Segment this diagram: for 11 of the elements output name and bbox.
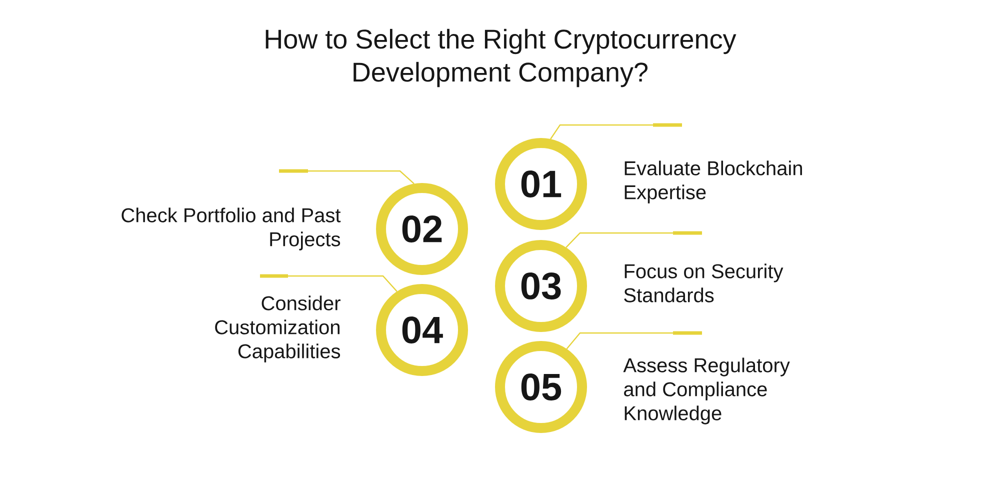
- step-description: Evaluate Blockchain Expertise: [624, 160, 802, 204]
- leader-line: [279, 169, 414, 184]
- step-description: Consider Customization Capabilities: [215, 296, 340, 362]
- step-description: Assess Regulatory and Compliance Knowledge: [623, 358, 790, 424]
- leader-line: [566, 331, 702, 350]
- step-description: Check Portfolio and Past Projects: [122, 208, 341, 250]
- title: How to Select the Right Cryptocurrency Development Company?: [266, 28, 736, 88]
- leader-line: [566, 231, 702, 248]
- leader-line: [260, 274, 398, 292]
- leader-line: [550, 123, 682, 140]
- step-description: Focus on Security Standards: [624, 264, 784, 302]
